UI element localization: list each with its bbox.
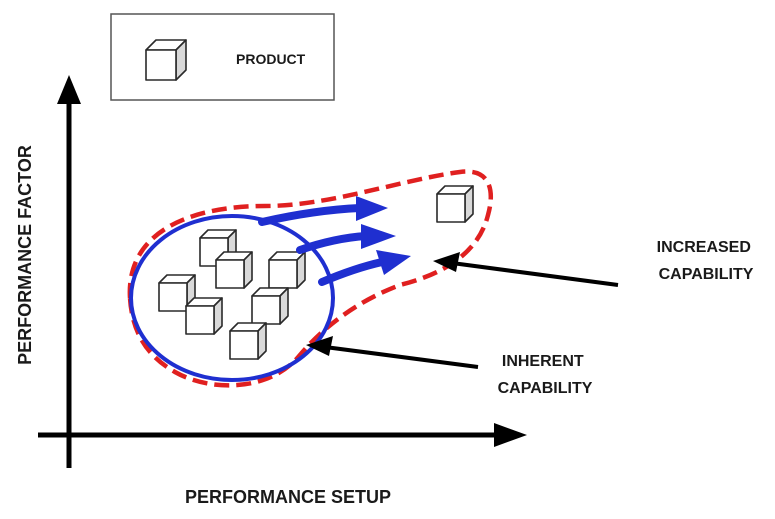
increased-pointer: [433, 252, 619, 287]
arrow-bottom: [318, 250, 411, 286]
improvement-arrows: [258, 196, 411, 286]
product-cube: [185, 297, 223, 335]
product-cube: [268, 251, 306, 289]
product-cube: [251, 287, 289, 325]
arrow-middle: [296, 224, 396, 254]
inherent-capability-region: [129, 214, 335, 382]
legend-label: PRODUCT: [236, 51, 306, 67]
x-axis-arrowhead: [494, 423, 527, 447]
product-cluster: [158, 229, 306, 360]
product-cube: [215, 251, 253, 289]
arrow-top: [258, 196, 388, 226]
x-axis-label: PERFORMANCE SETUP: [185, 487, 391, 507]
y-axis-label: PERFORMANCE FACTOR: [15, 145, 35, 365]
legend: PRODUCT: [110, 13, 335, 101]
y-axis-arrowhead: [57, 75, 81, 104]
inherent-label-line2: CAPABILITY: [498, 380, 593, 397]
cube-icon: [145, 39, 187, 81]
increased-label-line2: CAPABILITY: [659, 266, 754, 283]
increased-label-line1: INCREASED: [657, 239, 751, 256]
inherent-capability-label: INHERENT CAPABILITY: [498, 353, 593, 397]
increased-capability-label: INCREASED CAPABILITY: [657, 239, 756, 283]
product-cube: [229, 322, 267, 360]
inherent-pointer: [306, 336, 479, 369]
axes: [38, 75, 527, 468]
increased-capability-region: [127, 169, 493, 388]
inherent-label-line1: INHERENT: [502, 353, 584, 370]
product-cube-improved: [436, 185, 474, 223]
